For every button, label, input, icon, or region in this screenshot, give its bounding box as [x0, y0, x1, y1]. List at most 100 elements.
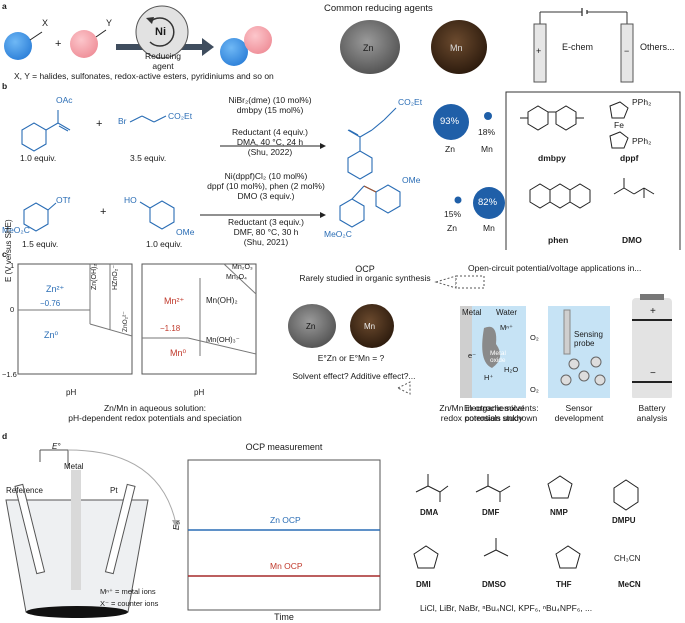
y-label: Y — [106, 18, 113, 28]
zn-powder-icon — [340, 20, 400, 74]
ni-label: Ni — [155, 26, 166, 38]
r1-cond-2: Reductant (4 equiv.) — [232, 127, 308, 137]
ocp-y-axis: E₀ — [172, 521, 181, 530]
r2-cond-1: dppf (10 mol%), phen (2 mol%) — [207, 181, 325, 191]
r2-plus: + — [100, 206, 107, 218]
oac-label: OAc — [56, 95, 73, 105]
panel-d-graphics — [5, 449, 639, 618]
r2-cond-2: DMO (3 equiv.) — [237, 191, 295, 201]
ocp-plot-frame — [187, 459, 381, 611]
r1-zn-label: Zn — [445, 144, 455, 154]
y-tick-min: −1.6 — [2, 370, 17, 379]
battery-plus: + — [650, 306, 656, 317]
solvent-dmpu: DMPU — [612, 516, 636, 525]
zn-x-axis: pH — [66, 388, 77, 397]
caption-left-0: Zn/Mn in aqueous solution: — [103, 403, 207, 413]
zn-label: Zn — [363, 43, 374, 53]
znoh2-label: Zn(OH)₂ — [91, 263, 98, 290]
r1-cond-3: DMA, 40 °C, 24 h — [236, 137, 304, 147]
caption-right-1: redox potentials unknown — [440, 413, 538, 423]
ligand-box — [505, 91, 681, 250]
corrosion-mn-plus: Mⁿ⁺ — [500, 323, 513, 332]
r2-cond-5: (Shu, 2021) — [243, 237, 289, 247]
panel-b-letter: b — [2, 81, 8, 91]
ocp-x-axis: Time — [274, 612, 294, 622]
mn0-label: Mn⁰ — [170, 348, 187, 358]
corrosion-water: Water — [496, 308, 518, 317]
battery-minus: − — [650, 368, 656, 379]
mn-e-value: −1.18 — [160, 324, 181, 333]
dppf-fe: Fe — [614, 120, 624, 130]
dmbpy-label: dmbpy — [538, 153, 566, 163]
corrosion-caption-0: Electrochemical — [464, 403, 524, 413]
corrosion-o2: O₂ — [530, 333, 539, 342]
otf-label: OTf — [56, 195, 71, 205]
metal-oxide-blob — [482, 326, 501, 368]
caption-right-0: Zn/Mn in organic solvents: — [439, 403, 539, 413]
c-zn-label: Zn — [306, 322, 316, 331]
r1-mn-label: Mn — [481, 144, 493, 154]
r1-plus: + — [96, 118, 103, 130]
solvent-dmi: DMI — [416, 580, 431, 589]
zn-ocp-label: Zn OCP — [270, 515, 301, 525]
echem-label: E-chem — [562, 42, 594, 52]
common-reducing-agents-title: Common reducing agents — [324, 3, 433, 14]
ocp-title: OCP — [355, 264, 375, 274]
zn2-label: Zn²⁺ — [46, 284, 65, 294]
mnoh3-label: Mn(OH)₃⁻ — [206, 335, 240, 344]
hzno2-label: HZnO₂⁻ — [112, 264, 119, 290]
r2-cond-0: Ni(dppf)Cl₂ (10 mol%) — [224, 171, 308, 181]
r2-mn-label: Mn — [483, 223, 495, 233]
mnoh2-label: Mn(OH)₂ — [206, 296, 238, 305]
y-tick-1: 1 — [10, 261, 15, 270]
solvent-question: Solvent effect? Additive effect?... — [292, 371, 416, 381]
r1-zn-pct: 93% — [440, 116, 460, 127]
mn2o3-label: Mn₂O₃ — [232, 264, 253, 271]
r2-product-meo2c: MeO₂C — [324, 229, 352, 239]
ocp-subtitle: Rarely studied in organic synthesis — [299, 273, 431, 283]
r1-cond-0: NiBr₂(dme) (10 mol%) — [228, 95, 312, 105]
zn0-label: Zn⁰ — [44, 330, 59, 340]
panel-a-footnote: X, Y = halides, sulfonates, redox-active… — [14, 71, 274, 81]
r1-sub1-equiv: 1.0 equiv. — [20, 153, 57, 163]
panel-a-letter: a — [2, 1, 7, 11]
dppf-pph2-bot: PPh₂ — [632, 136, 652, 146]
corrosion-metal: Metal — [462, 308, 482, 317]
sensor-caption-0: Sensor — [565, 403, 593, 413]
plus-sign: + — [55, 38, 62, 50]
r2-cond-3: Reductant (3 equiv.) — [228, 217, 304, 227]
r2-meo2c: MeO₂C — [2, 225, 30, 235]
echem-minus: − — [624, 46, 630, 56]
solvent-dma: DMA — [420, 508, 439, 517]
sensor-caption-1: development — [554, 413, 604, 423]
corrosion-h2o: H₂O — [504, 365, 519, 374]
r1-product-co2et: CO₂Et — [398, 97, 423, 107]
r1-co2et: CO₂Et — [168, 111, 193, 121]
r2-mn-pct: 82% — [478, 197, 498, 208]
dppf-label: dppf — [620, 153, 639, 163]
solvent-mecn: MeCN — [618, 580, 641, 589]
r2-sub2-equiv: 1.0 equiv. — [146, 239, 183, 249]
zn-e-value: −0.76 — [40, 299, 61, 308]
metal-label: Metal — [64, 462, 84, 471]
e-question: E°Zn or E°Mn = ? — [317, 353, 385, 363]
mn-yield-circle-r1 — [484, 112, 492, 120]
panel-c-letter: c — [2, 249, 7, 259]
reducing-agent-label: Reducing agent — [145, 51, 181, 71]
x-label: X — [42, 18, 49, 28]
echem-cell-icon — [533, 8, 634, 83]
c-mn-label: Mn — [364, 322, 376, 331]
battery-caption-1: analysis — [636, 413, 668, 423]
caption-left-1: pH-dependent redox potentials and specia… — [68, 413, 242, 423]
additives-list: LiCl, LiBr, NaBr, ⁿBu₄NCl, KPF₆, ⁿBu₄NPF… — [420, 603, 593, 613]
panel-a-graphics — [4, 5, 634, 83]
zn-yield-circle-r1 — [433, 104, 469, 140]
r1-sub2-equiv: 3.5 equiv. — [130, 153, 167, 163]
panel-c-graphics — [17, 263, 672, 398]
echem-plus: + — [536, 46, 542, 56]
corrosion-metal-oxide: Metal oxide — [490, 350, 506, 365]
mn3o4-label: Mn₃O₄ — [226, 274, 247, 281]
mn-x-axis: pH — [194, 388, 205, 397]
blue-sphere-icon — [4, 32, 32, 60]
solvent-nmp: NMP — [550, 508, 568, 517]
